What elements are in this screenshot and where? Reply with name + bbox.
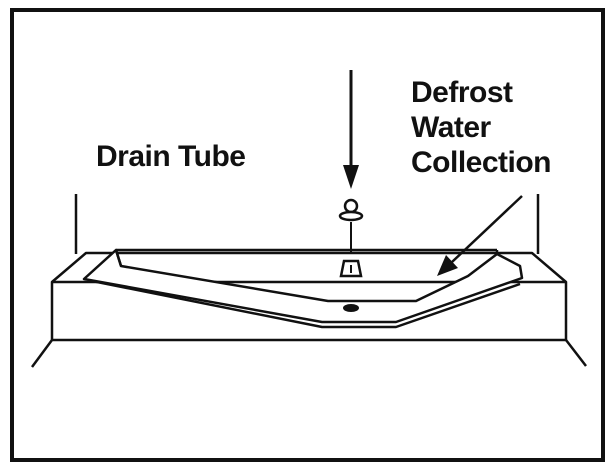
side-posts [74,194,540,254]
drain-tube-fitting [338,198,364,278]
defrost-label-line-1: Defrost [411,76,513,109]
defrost-water-collection-label: Defrost Water Collection [411,75,552,180]
diagram-frame [10,8,605,462]
drain-tube-arrow [343,70,359,189]
drain-hole [343,304,359,312]
defrost-label-line-3: Collection [411,146,552,179]
defrost-water-arrow [437,195,523,276]
collection-trough [82,248,524,329]
defrost-label-line-2: Water [411,111,491,144]
pointer-arrows [343,70,523,276]
support-legs [30,339,587,368]
drain-tube-label: Drain Tube [96,140,246,173]
